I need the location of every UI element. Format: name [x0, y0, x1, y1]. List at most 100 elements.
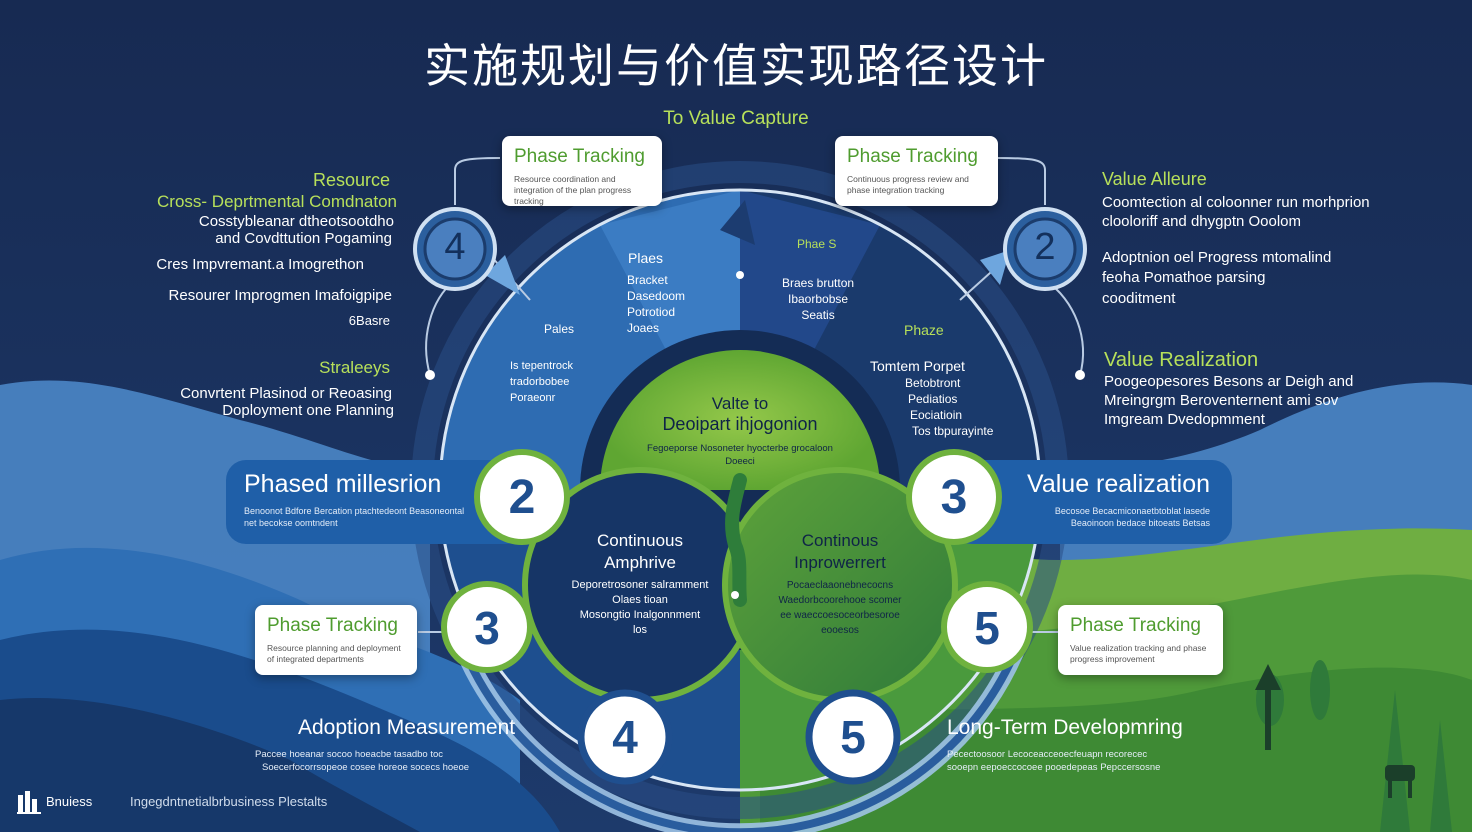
pill-title: Phased millesrion	[244, 470, 442, 498]
pill-value-realization: Value realization Becosoe Becacmiconaetb…	[952, 460, 1232, 544]
circle-line: Olaes tioan	[612, 594, 668, 606]
left-heading-resource: Resource	[312, 170, 390, 190]
circle-line: Deporetrosoner salramment	[571, 579, 709, 591]
badge-bottom-right	[805, 689, 901, 785]
wheel-seg-top-right-list: Braes brutton Ibaorbobse Seatis	[782, 275, 854, 323]
badge-bottom-left	[577, 689, 673, 785]
card-title: Phase Tracking	[847, 146, 978, 167]
bottom-left-heading: Adoption Measurement	[298, 716, 516, 739]
card-top-left: Phase Tracking Resource coordination and…	[502, 136, 662, 206]
seg-line: Poraeonr	[510, 392, 556, 404]
card-text: Resource coordination and integration of…	[514, 174, 632, 206]
card-text: Resource planning and deployment of inte…	[267, 643, 401, 664]
wheel-seg-top-left-title: Plaes	[628, 250, 664, 266]
circle-line: ee waeccoesoceorbesoroe	[780, 610, 900, 621]
seg-line: Pediatios	[908, 392, 958, 406]
card-title: Phase Tracking	[1070, 615, 1201, 636]
badge-left-mid	[441, 581, 533, 673]
right-line-1: Coomtection al coloonner run morhprion	[1102, 194, 1370, 211]
right-line-7: Mreingrgm Beroventernent ami sov	[1104, 392, 1339, 409]
left-strategy-line-1: Convrtent Plasinod or Reoasing	[180, 385, 392, 402]
seg-line: Bracket	[627, 273, 668, 287]
right-line-3: Adoptnion oel Progress mtomalind	[1102, 249, 1332, 266]
badge-top-left	[413, 207, 497, 291]
left-circle-list: Deporetrosoner salramment Olaes tioan Mo…	[555, 578, 725, 638]
left-heading-coordination: Cross- Deprtmental Comdnaton	[157, 192, 397, 211]
logo-icon	[16, 789, 42, 815]
wheel-seg-top-left-list: Bracket Dasedoom Potrotiod Joaes	[627, 272, 685, 336]
right-line-5: cooditment	[1102, 290, 1176, 307]
badge-top-right	[1003, 207, 1087, 291]
wheel-seg-right-list: Tomtem Porpet Betobtront Pediatios Eocia…	[870, 357, 993, 439]
circle-line: los	[632, 624, 648, 636]
bottom-right-line-1: Pecectoosoor Lecoceacceoecfeuapn recorec…	[947, 749, 1148, 760]
right-circle-list: Pocaeclaaonebnecocns Waedorbcoorehooe sc…	[755, 578, 925, 638]
badge-number-pill-right: 3	[940, 471, 968, 524]
badge-number-top-left: 4	[444, 226, 466, 268]
center-text-2: Doeeci	[725, 456, 755, 467]
bottom-right-heading: Long-Term Developmring	[947, 716, 1183, 739]
left-line-2: and Covdttution Pogaming	[215, 230, 392, 247]
right-line-2: clooloriff and dhygptn Ooolom	[1102, 213, 1302, 230]
badge-number-top-right: 2	[1034, 226, 1056, 268]
badge-pill-right	[906, 449, 1002, 545]
left-line-4: Resourer Improgmen Imafoigpipe	[168, 287, 392, 304]
seg-line: Tomtem Porpet	[870, 358, 965, 374]
left-heading-strategy: Straleeys	[319, 358, 390, 377]
right-line-4: feoha Pomathoe parsing	[1102, 269, 1266, 286]
left-line-1: Cosstybleanar dtheotsootdho	[198, 213, 394, 230]
badge-number-bottom-right: 5	[840, 711, 866, 763]
card-title: Phase Tracking	[267, 615, 398, 636]
bottom-right-line-2: sooepn eepoeccocoee pooedepeas Pepccerso…	[947, 762, 1161, 773]
circle-line: Pocaeclaaonebnecocns	[786, 580, 894, 591]
right-circle-title-2: Inprowerrert	[794, 553, 886, 572]
right-heading-value: Value Alleure	[1102, 169, 1207, 189]
seg-line: Betobtront	[905, 376, 961, 390]
center-title-2: Deoipart ihjogonion	[662, 414, 818, 434]
center-title-1: Valte to	[711, 394, 769, 413]
seg-line: Ibaorbobse	[788, 292, 849, 306]
seg-line: tradorbobee	[510, 376, 570, 388]
page-title: 实施规划与价值实现路径设计	[424, 40, 1048, 92]
right-line-8: Imgream Dvedopmment	[1104, 411, 1265, 428]
left-line-5: 6Basre	[348, 313, 390, 328]
seg-line: Is tepentrock	[510, 360, 573, 372]
seg-line: Seatis	[801, 308, 835, 322]
right-heading-realization: Value Realization	[1104, 349, 1259, 371]
card-text: Value realization tracking and phase pro…	[1070, 643, 1207, 664]
wheel-seg-top-right-title: Phae S	[797, 237, 837, 251]
seg-line: Dasedoom	[627, 289, 686, 303]
badge-number-left-mid: 3	[474, 602, 500, 654]
circle-line: Waedorbcoorehooe scomer	[778, 595, 902, 606]
pill-title: Value realization	[1027, 470, 1210, 498]
badge-number-right-mid: 5	[974, 602, 1000, 654]
logo-text: Bnuiess	[46, 794, 93, 809]
card-mid-right: Phase Tracking Value realization trackin…	[1058, 605, 1223, 675]
badge-pill-left	[474, 449, 570, 545]
pill-text: Becosoe Becacmiconaetbtoblat lasede Beao…	[1054, 506, 1210, 528]
page-subtitle: To Value Capture	[663, 108, 809, 129]
circle-line: eooesos	[821, 625, 859, 636]
seg-line: Potrotiod	[627, 305, 676, 319]
badge-right-mid	[941, 581, 1033, 673]
wheel-seg-left-title: Pales	[544, 322, 575, 336]
seg-line: Joaes	[627, 321, 660, 335]
right-circle-title-1: Continous	[801, 531, 879, 550]
footer-text: Ingegdntnetialbrbusiness Plestalts	[130, 794, 328, 809]
seg-line: Eociatioin	[910, 408, 963, 422]
left-strategy-line-2: Doployment one Planning	[222, 402, 394, 419]
right-line-6: Poogeopesores Besons ar Deigh and	[1104, 373, 1354, 390]
badge-number-pill-left: 2	[508, 471, 536, 524]
left-circle-title-1: Continuous	[596, 531, 683, 550]
left-circle-title-2: Amphrive	[604, 553, 676, 572]
pill-text: Benoonot Bdfore Bercation ptachtedeont B…	[244, 506, 465, 528]
badge-number-bottom-left: 4	[612, 711, 638, 763]
card-mid-left: Phase Tracking Resource planning and dep…	[255, 605, 417, 675]
left-line-3: Cres Impvremant.a Imogrethon	[156, 256, 364, 273]
circle-line: Mosongtio Inalgonnment	[579, 609, 701, 621]
card-top-right: Phase Tracking Continuous progress revie…	[835, 136, 998, 206]
bottom-left-line-1: Paccee hoeanar socoo hoeacbe tasadbo toc	[255, 749, 444, 760]
bottom-left-line-2: Soecerfocorrsopeoe cosee horeoe socecs h…	[262, 762, 470, 773]
